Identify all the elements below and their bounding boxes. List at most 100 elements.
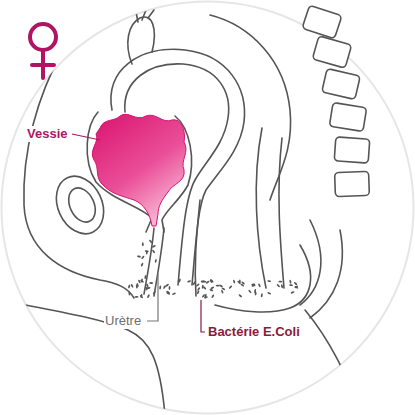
bacterium: [130, 284, 133, 288]
buttock-outline: [305, 310, 360, 415]
bacterium: [128, 284, 131, 288]
vertebra: [312, 36, 351, 68]
bacterium: [216, 285, 220, 287]
bacterium: [139, 295, 143, 299]
bacterium: [241, 281, 245, 285]
bacterium: [165, 283, 169, 287]
bacterium: [206, 280, 210, 284]
bacterium: [258, 283, 261, 287]
bacterium: [281, 284, 284, 288]
fallopian-tube: [128, 17, 155, 64]
leader-line: [72, 134, 100, 140]
sacrum: [300, 220, 321, 305]
bacterium: [201, 280, 205, 282]
fimbriae: [136, 10, 154, 22]
female-symbol: [30, 24, 56, 78]
bacterium: [145, 250, 149, 252]
bacterium: [276, 284, 280, 288]
thigh-outline: [0, 300, 165, 415]
buttock-outline: [215, 245, 311, 312]
bacterium: [152, 245, 156, 248]
leader-line: [201, 300, 205, 332]
bacterium: [294, 285, 298, 288]
bacterium: [267, 280, 271, 282]
pubic-bone-inner: [64, 184, 101, 227]
bacterium: [294, 281, 298, 285]
bacterium: [251, 284, 255, 287]
bacterium: [289, 280, 292, 284]
bacteria-dots: [128, 239, 299, 299]
bacterium: [146, 283, 149, 287]
bacterium: [155, 259, 158, 263]
bacterium: [209, 279, 212, 283]
bacterium: [228, 285, 232, 289]
organ-label: Urètre: [104, 313, 142, 329]
bacterium: [141, 255, 145, 259]
bacterium: [140, 262, 143, 266]
bacterium: [267, 292, 271, 295]
bacterium: [142, 242, 144, 246]
bacterium: [204, 296, 208, 299]
rectum-outline: [279, 138, 284, 288]
bacterium: [248, 289, 252, 293]
bacterium: [144, 275, 146, 279]
vagina-outline: [195, 200, 200, 296]
bacterium: [221, 290, 224, 294]
bacterium: [210, 279, 214, 283]
bacterium: [136, 283, 139, 287]
bacterium: [278, 281, 282, 283]
bacterium: [134, 296, 138, 298]
vertebra: [335, 171, 370, 196]
bacterium: [138, 279, 141, 283]
vertebra: [334, 137, 370, 163]
vertebra: [329, 102, 366, 131]
bacterium: [196, 283, 200, 287]
bacterium: [128, 291, 130, 295]
bacterium: [137, 255, 141, 258]
bacterium: [211, 294, 215, 298]
bladder-wall: [87, 112, 191, 232]
bacterium: [169, 286, 171, 290]
bacterium: [140, 294, 143, 298]
organ-label: Vessie: [26, 126, 69, 142]
bacterium: [152, 291, 156, 295]
bacterium: [255, 292, 257, 296]
bacterium: [192, 281, 195, 285]
bacterium: [202, 285, 204, 289]
rectum-outline: [256, 128, 266, 288]
bacterium: [233, 279, 236, 283]
bacterium: [159, 285, 161, 289]
bacterium: [290, 291, 294, 294]
leader-line: [147, 274, 158, 321]
bacterium: [149, 282, 153, 284]
bacterium: [202, 294, 206, 298]
spine: [302, 5, 370, 196]
bacterium: [152, 249, 156, 253]
bacterium: [196, 290, 199, 294]
bacterium: [147, 294, 151, 298]
bacterium: [261, 293, 263, 297]
vertebra: [322, 68, 361, 99]
vertebra: [302, 5, 342, 38]
bacterium: [178, 278, 181, 282]
bacterium: [149, 239, 153, 243]
bacterium: [237, 280, 241, 284]
bacterium: [238, 294, 242, 298]
urethra: [144, 228, 154, 294]
intestine-outline: [210, 15, 291, 200]
callout-label: Bactérie E.Coli: [207, 324, 301, 340]
bacterium: [166, 292, 170, 295]
bacterium: [201, 281, 205, 283]
bacterium: [197, 287, 201, 291]
urethra: [154, 228, 164, 296]
bacterium: [294, 285, 298, 289]
bacterium: [172, 292, 176, 295]
sacrum: [310, 230, 342, 318]
bacterium: [289, 284, 293, 286]
bacterium: [187, 280, 191, 283]
bacterium: [210, 286, 214, 290]
